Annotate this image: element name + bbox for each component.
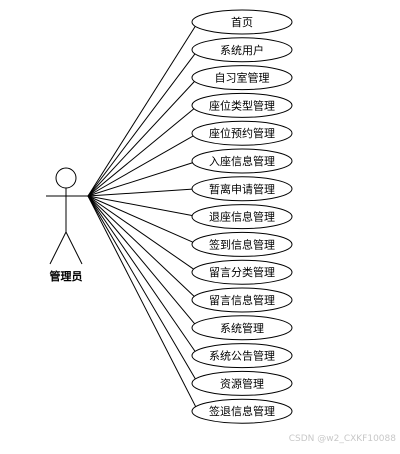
association-line	[87, 195, 199, 218]
use-case-ellipse	[191, 398, 293, 424]
use-case-label: 首页	[231, 15, 253, 29]
use-case-label: 系统管理	[220, 321, 264, 335]
use-case-list: 首页系统用户自习室管理座位类型管理座位预约管理入座信息管理暂离申请管理退座信息管…	[191, 9, 293, 424]
actor-label: 管理员	[50, 269, 83, 283]
actor-stick-figure: 管理员	[46, 167, 88, 283]
association-line	[87, 195, 199, 329]
use-case: 暂离申请管理	[191, 176, 293, 202]
use-case: 退座信息管理	[191, 204, 293, 230]
use-case: 系统用户	[191, 37, 293, 63]
use-case: 系统公告管理	[191, 343, 293, 369]
use-case-ellipse	[191, 343, 293, 369]
use-case: 首页	[191, 9, 293, 35]
use-case-label: 系统用户	[220, 43, 264, 57]
association-line	[87, 77, 199, 197]
use-case-ellipse	[191, 231, 293, 257]
use-case: 系统管理	[191, 315, 293, 341]
use-case-label: 暂离申请管理	[209, 182, 275, 196]
association-line	[87, 195, 199, 245]
use-case-ellipse	[191, 148, 293, 174]
actor-right-leg	[65, 231, 83, 265]
use-case-label: 签退信息管理	[209, 404, 275, 418]
association-line	[87, 195, 199, 356]
use-case-ellipse	[191, 37, 293, 63]
use-case-ellipse	[191, 370, 293, 396]
association-line	[87, 195, 199, 384]
use-case-label: 座位预约管理	[209, 126, 275, 140]
use-case-ellipse	[191, 287, 293, 313]
use-case: 座位预约管理	[191, 120, 293, 146]
use-case: 留言分类管理	[191, 259, 293, 285]
use-case-label: 留言分类管理	[209, 265, 275, 279]
association-line	[87, 21, 199, 197]
use-case: 资源管理	[191, 370, 293, 396]
watermark: CSDN @w2_CXKF10088	[289, 434, 397, 444]
use-case: 座位类型管理	[191, 92, 293, 118]
use-case-ellipse	[191, 65, 293, 91]
association-lines	[87, 21, 199, 412]
use-case: 留言信息管理	[191, 287, 293, 313]
use-case-label: 留言信息管理	[209, 293, 275, 307]
use-case: 签退信息管理	[191, 398, 293, 424]
association-line	[87, 160, 199, 197]
use-case-label: 退座信息管理	[209, 210, 275, 224]
use-case-ellipse	[191, 315, 293, 341]
use-case: 签到信息管理	[191, 231, 293, 257]
use-case-ellipse	[191, 204, 293, 230]
association-line	[87, 195, 199, 273]
actor-head	[55, 167, 77, 189]
use-case-label: 资源管理	[220, 376, 264, 390]
association-line	[87, 132, 199, 197]
association-line	[87, 49, 199, 197]
use-case-label: 系统公告管理	[209, 349, 275, 363]
use-case-ellipse	[191, 176, 293, 202]
association-line	[87, 105, 199, 197]
use-case-label: 签到信息管理	[209, 237, 275, 251]
association-line	[87, 195, 199, 412]
use-case-ellipse	[191, 92, 293, 118]
use-case-label: 自习室管理	[215, 71, 270, 85]
use-case-ellipse	[191, 9, 293, 35]
use-case-ellipse	[191, 259, 293, 285]
use-case: 入座信息管理	[191, 148, 293, 174]
use-case-label: 入座信息管理	[209, 154, 275, 168]
use-case-label: 座位类型管理	[209, 98, 275, 112]
association-line	[87, 195, 199, 301]
use-case: 自习室管理	[191, 65, 293, 91]
actor-left-leg	[49, 231, 67, 265]
use-case-ellipse	[191, 120, 293, 146]
association-line	[87, 188, 199, 197]
